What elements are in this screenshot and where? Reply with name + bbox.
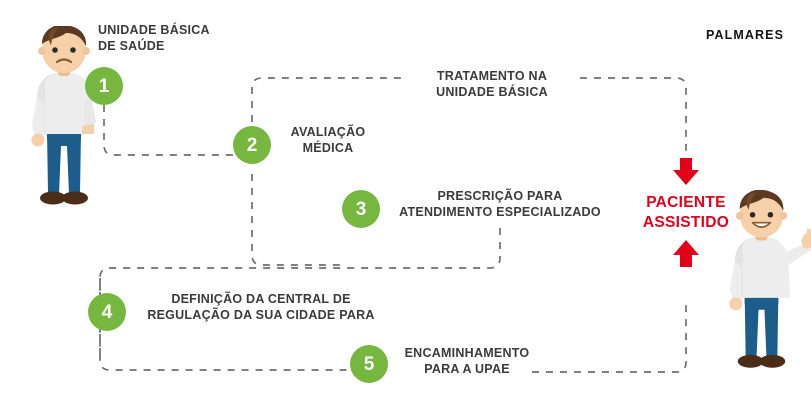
step-label-3: PRESCRIÇÃO PARA ATENDIMENTO ESPECIALIZAD…: [399, 189, 601, 219]
path-step2-up-to-branch: [251, 77, 402, 136]
step-label-2: AVALIAÇÃO MÉDICA: [290, 125, 366, 155]
step-label-4: DEFINIÇÃO DA CENTRAL DE REGULAÇÃO DA SUA…: [147, 292, 375, 322]
step-label-1: UNIDADE BÁSICA DE SAÚDE: [98, 23, 210, 53]
path-step1-to-step2: [103, 105, 244, 156]
path-step3-to-lower-box: [99, 228, 501, 371]
step-badge-4[interactable]: 4: [88, 293, 126, 331]
step-badge-3[interactable]: 3: [342, 190, 380, 228]
arrow-up-icon: [673, 240, 699, 267]
path-branch-to-result-top: [580, 77, 687, 152]
step-badge-2[interactable]: 2: [233, 126, 271, 164]
step-label-5: ENCAMINHAMENTO PARA A UPAE: [404, 346, 530, 376]
step-badge-1[interactable]: 1: [85, 67, 123, 105]
branch-label-tratamento: TRATAMENTO NA UNIDADE BÁSICA: [436, 69, 548, 99]
brand-label: PALMARES: [706, 28, 785, 42]
step-badge-5[interactable]: 5: [350, 345, 388, 383]
path-step2-to-step3: [251, 174, 342, 266]
path-step5-to-result-bottom: [532, 300, 687, 373]
sad-patient-figure: [31, 26, 96, 205]
happy-patient-figure: [729, 190, 811, 368]
result-label-paciente-assistido: PACIENTE ASSISTIDO: [642, 194, 730, 232]
arrow-down-icon: [673, 158, 699, 185]
